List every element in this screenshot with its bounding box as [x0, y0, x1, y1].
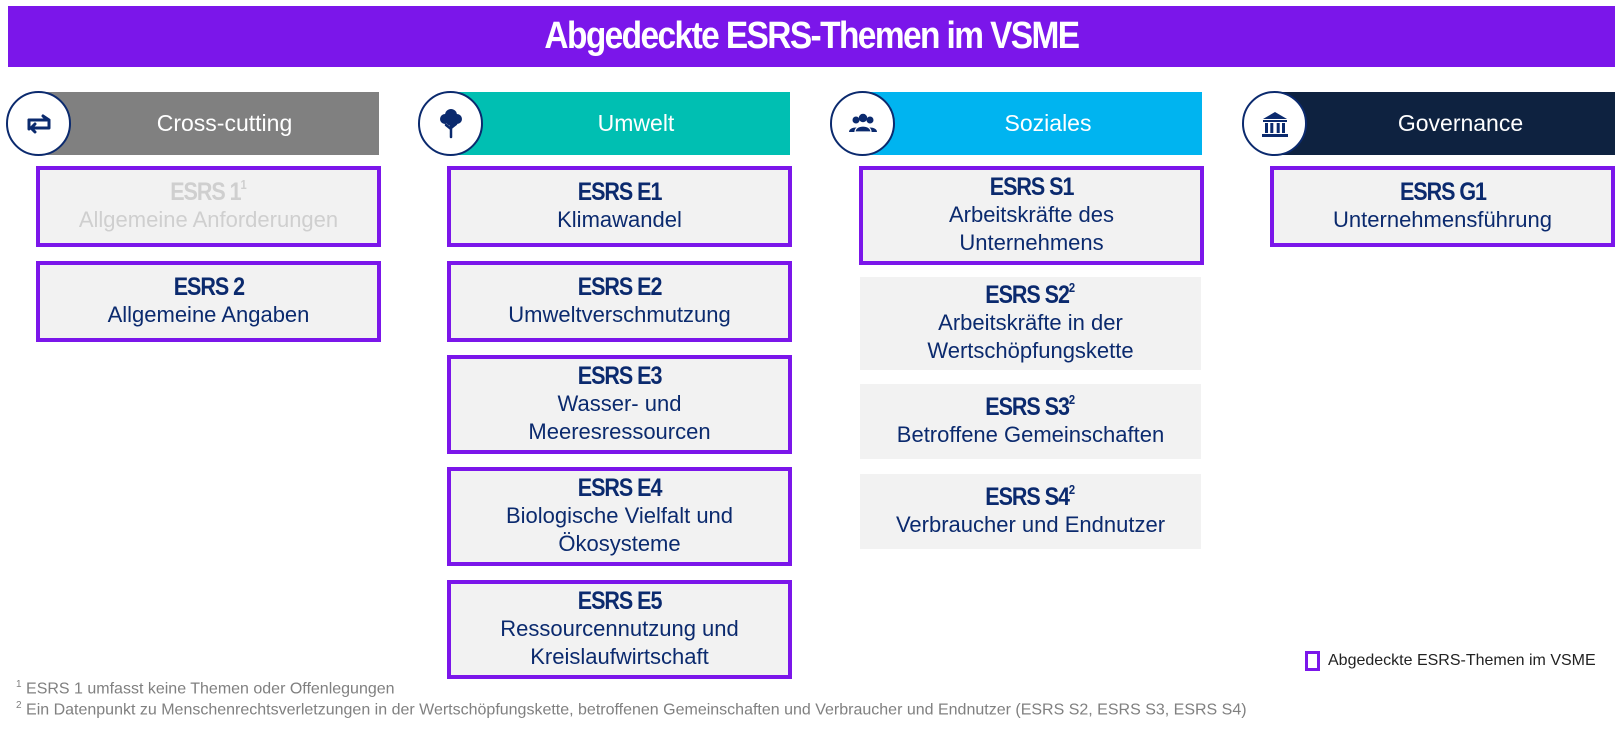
column-header-umwelt: Umwelt: [418, 91, 790, 156]
topic-name-line-1: Wasser- und: [557, 390, 682, 416]
topic-code: ESRS E1: [577, 178, 663, 207]
topic-esrs-e5: ESRS E5 Ressourcennutzung und Kreislaufw…: [447, 580, 792, 679]
topic-code: ESRS 11: [170, 177, 247, 207]
footnote-1: 1 ESRS 1 umfasst keine Themen oder Offen…: [16, 679, 395, 698]
topic-esrs-e2: ESRS E2 Umweltverschmutzung: [447, 261, 792, 342]
tree-icon: [418, 91, 483, 156]
topic-code: ESRS S1: [989, 173, 1075, 202]
topic-name-line-1: Arbeitskräfte des: [948, 201, 1115, 227]
topic-esrs-2: ESRS 2 Allgemeine Angaben: [36, 261, 381, 342]
topic-name: Verbraucher und Endnutzer: [895, 511, 1166, 537]
legend-swatch: [1305, 651, 1320, 671]
topic-code: ESRS S22: [985, 280, 1076, 310]
topic-esrs-s2: ESRS S22 Arbeitskräfte in der Wertschöpf…: [860, 277, 1201, 370]
footnote-mark: 1: [16, 679, 22, 690]
footnote-2: 2 Ein Datenpunkt zu Menschenrechtsverlet…: [16, 700, 1247, 719]
column-header-label: Governance: [1397, 110, 1524, 136]
topic-name: Unternehmensführung: [1333, 206, 1552, 232]
topic-name-line-1: Arbeitskräfte in der: [938, 309, 1123, 335]
topic-name-line-2: Unternehmens: [959, 229, 1104, 255]
topic-esrs-s1: ESRS S1 Arbeitskräfte des Unternehmens: [859, 166, 1204, 265]
topic-name-line-1: Biologische Vielfalt und: [505, 502, 734, 528]
column-header-cross-cutting: Cross-cutting: [6, 91, 379, 156]
topic-code: ESRS E4: [577, 474, 663, 503]
legend-label: Abgedeckte ESRS-Themen im VSME: [1328, 652, 1596, 669]
topic-code: ESRS E3: [577, 362, 663, 391]
column-header-governance: Governance: [1242, 91, 1615, 156]
topic-code: ESRS G1: [1399, 178, 1486, 207]
topic-name-line-2: Meeresressourcen: [528, 418, 711, 444]
column-header-label: Cross-cutting: [156, 110, 293, 136]
footnote-text: Ein Datenpunkt zu Menschenrechtsverletzu…: [26, 701, 1247, 719]
topic-esrs-s4: ESRS S42 Verbraucher und Endnutzer: [860, 474, 1201, 549]
column-header-bar: Cross-cutting: [38, 92, 379, 155]
topic-name: Klimawandel: [557, 206, 682, 232]
column-header-label: Umwelt: [597, 110, 675, 136]
topic-code: ESRS E2: [577, 273, 663, 302]
topic-esrs-1: ESRS 11 Allgemeine Anforderungen: [36, 166, 381, 247]
topic-esrs-e1: ESRS E1 Klimawandel: [447, 166, 792, 247]
people-icon: [830, 91, 895, 156]
topic-name: Betroffene Gemeinschaften: [896, 421, 1165, 447]
topic-esrs-s3: ESRS S32 Betroffene Gemeinschaften: [860, 384, 1201, 459]
footnote-mark: 2: [16, 700, 22, 711]
topic-name: Allgemeine Anforderungen: [78, 206, 339, 232]
topic-code: ESRS S42: [985, 482, 1076, 512]
topic-name-line-2: Kreislaufwirtschaft: [530, 643, 709, 669]
footnote-text: ESRS 1 umfasst keine Themen oder Offenle…: [26, 680, 395, 698]
column-header-soziales: Soziales: [830, 91, 1202, 156]
topic-name-line-2: Wertschöpfungskette: [927, 337, 1134, 363]
column-header-label: Soziales: [1004, 110, 1092, 136]
topic-name-line-1: Ressourcennutzung und: [500, 615, 739, 641]
topic-code: ESRS 2: [173, 273, 244, 302]
title-bar: Abgedeckte ESRS-Themen im VSME: [8, 6, 1615, 67]
column-header-bar: Governance: [1274, 92, 1615, 155]
topic-esrs-g1: ESRS G1 Unternehmensführung: [1270, 166, 1615, 247]
topic-code: ESRS S32: [985, 392, 1076, 422]
topic-esrs-e4: ESRS E4 Biologische Vielfalt und Ökosyst…: [447, 467, 792, 566]
legend: Abgedeckte ESRS-Themen im VSME: [1305, 651, 1596, 671]
topic-code: ESRS E5: [577, 587, 663, 616]
page-title: Abgedeckte ESRS-Themen im VSME: [544, 15, 1080, 57]
column-header-bar: Soziales: [862, 92, 1202, 155]
bank-building-icon: [1242, 91, 1307, 156]
topic-name-line-2: Ökosysteme: [558, 530, 681, 556]
swap-arrows-icon: [6, 91, 71, 156]
column-header-bar: Umwelt: [450, 92, 790, 155]
topic-esrs-e3: ESRS E3 Wasser- und Meeresressourcen: [447, 355, 792, 454]
topic-name: Umweltverschmutzung: [508, 301, 731, 327]
topic-name: Allgemeine Angaben: [107, 301, 310, 327]
